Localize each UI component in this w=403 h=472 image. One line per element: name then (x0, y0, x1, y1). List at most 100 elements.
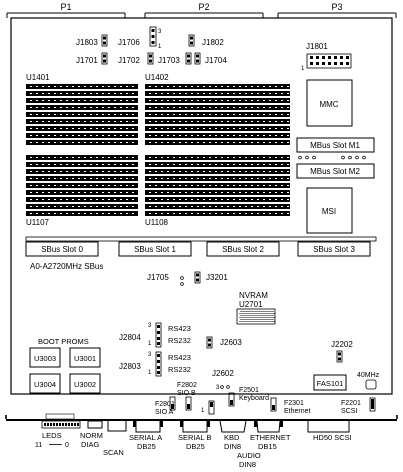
jumper-j3201 (194, 271, 201, 284)
ic-label-u1401: U1401 (26, 73, 50, 82)
nvram-chip (236, 308, 276, 325)
jumper-label-j1705: J1705 (147, 273, 169, 282)
simm-strip-3-5 (145, 190, 290, 195)
pin-3-label: 3 (148, 352, 152, 358)
jumper-label-j3201: J3201 (206, 273, 228, 282)
sbus-slot-0 (25, 241, 99, 257)
simm-strip-0-8 (26, 140, 138, 145)
fuse-f2501-desc: Keyboard (239, 395, 269, 402)
nvram-pattern (239, 311, 275, 322)
simm-strip-1-8 (145, 140, 290, 145)
mbus-slot-m2-label: MBus Slot M2 (310, 167, 360, 176)
prom-u3002-label: U3002 (74, 380, 96, 389)
prom-u3004 (29, 373, 61, 394)
sbus-slot-3-label: SBus Slot 3 (313, 245, 355, 254)
led-8 (53, 423, 55, 426)
pin-1-label: 1 (148, 370, 152, 376)
simm-strip-2-6 (26, 197, 138, 202)
pin-3-label: 3 (158, 29, 162, 35)
simm-strip-2-7 (26, 204, 138, 209)
jumper-label-j1701: J1701 (76, 56, 98, 65)
simm-strip-2-2 (26, 169, 138, 174)
mbus-slot-m1 (296, 137, 375, 153)
jumper-j1705 (180, 276, 184, 286)
prom-u3003 (29, 347, 61, 368)
fuse-holders (169, 392, 376, 415)
ic-label-u1107: U1107 (26, 218, 50, 227)
led-block (41, 413, 81, 429)
port-label-diag: DIAG (81, 440, 100, 449)
jumper-label-j2603: J2603 (220, 338, 242, 347)
simm-strip-3-8 (145, 211, 290, 216)
clock-crystal (365, 379, 377, 390)
jumper-label-j1706: J1706 (118, 38, 140, 47)
prom-u3002 (69, 373, 101, 394)
fuse-f2802: F2802 (177, 382, 197, 389)
nvram-label: NVRAM (239, 291, 268, 300)
jumper-j2202 (336, 350, 343, 363)
msi-label: MSI (322, 207, 336, 216)
board-outline (10, 17, 393, 395)
jumper-j2803 (155, 351, 162, 377)
simm-strip-3-2 (145, 169, 290, 174)
port-label-serial-b-db25: DB25 (186, 442, 205, 451)
simm-strip-0-1 (26, 91, 138, 96)
msi-chip (306, 187, 353, 234)
mmc-label: MMC (319, 100, 338, 109)
simm-strip-1-3 (145, 105, 290, 110)
port-label-scan: SCAN (103, 448, 124, 457)
simm-strip-2-0 (26, 155, 138, 160)
leds-title: LEDS (42, 431, 62, 440)
simm-strip-3-6 (145, 197, 290, 202)
simm-strip-2-1 (26, 162, 138, 167)
sbus-note: A0-A2720MHz SBus (30, 262, 103, 271)
fuse-f2802-desc: SIO B (177, 390, 196, 397)
port-label-hd50-scsi: HD50 SCSI (313, 433, 352, 442)
prom-u3003-label: U3003 (34, 354, 56, 363)
simm-strip-3-1 (145, 162, 290, 167)
nvram-part: U2701 (239, 300, 263, 309)
sbus-slot-2 (206, 241, 280, 257)
simm-strip-1-1 (145, 91, 290, 96)
fuse-f2201-desc: SCSI (341, 408, 357, 415)
led-10 (47, 423, 49, 426)
pin-3-label: 3 (216, 385, 220, 391)
jumper-label-j1802: J1802 (202, 38, 224, 47)
sbus-slot-1-label: SBus Slot 1 (134, 245, 176, 254)
led-5 (62, 423, 64, 426)
simm-strip-1-0 (145, 84, 290, 89)
leds-range-high: 11 (35, 442, 42, 449)
pin-1-label: 1 (201, 408, 205, 414)
fas101-label: FAS101 (317, 379, 344, 388)
pin-3-label: 3 (148, 323, 152, 329)
jumper-label-j1703: J1703 (158, 56, 180, 65)
sbus-slot-1 (118, 241, 192, 257)
jumper-label-j1704: J1704 (205, 56, 227, 65)
mbus-slot-m2 (296, 163, 375, 179)
simm-strip-2-8 (26, 211, 138, 216)
pin-1-label: 1 (301, 66, 305, 72)
simm-strip-0-5 (26, 119, 138, 124)
simm-strip-1-5 (145, 119, 290, 124)
pin-1-label: 1 (148, 341, 152, 347)
led-3 (68, 423, 70, 426)
connector-p1: P1 (60, 2, 71, 12)
led-6 (59, 423, 61, 426)
jumper-label-j2804: J2804 (119, 333, 141, 342)
fuse-f2801: F2801 (155, 401, 175, 408)
rs423-label-a: RS423 (168, 324, 191, 333)
rs232-label-b: RS232 (168, 365, 191, 374)
jumper-j2804 (155, 322, 162, 348)
mmc-chip (306, 79, 353, 127)
prom-u3004-label: U3004 (34, 380, 56, 389)
pin-1-label: 1 (158, 44, 162, 50)
port-label-audio: AUDIO (237, 451, 261, 460)
sbus-rail (25, 236, 377, 242)
led-9 (50, 423, 52, 426)
header-j1801: J1801 1 (301, 42, 352, 72)
connector-p3: P3 (331, 2, 342, 12)
clock-label: 40MHz (357, 372, 380, 379)
sbus-slot-2-label: SBus Slot 2 (222, 245, 264, 254)
simm-strip-1-6 (145, 126, 290, 131)
connector-p2: P2 (198, 2, 209, 12)
